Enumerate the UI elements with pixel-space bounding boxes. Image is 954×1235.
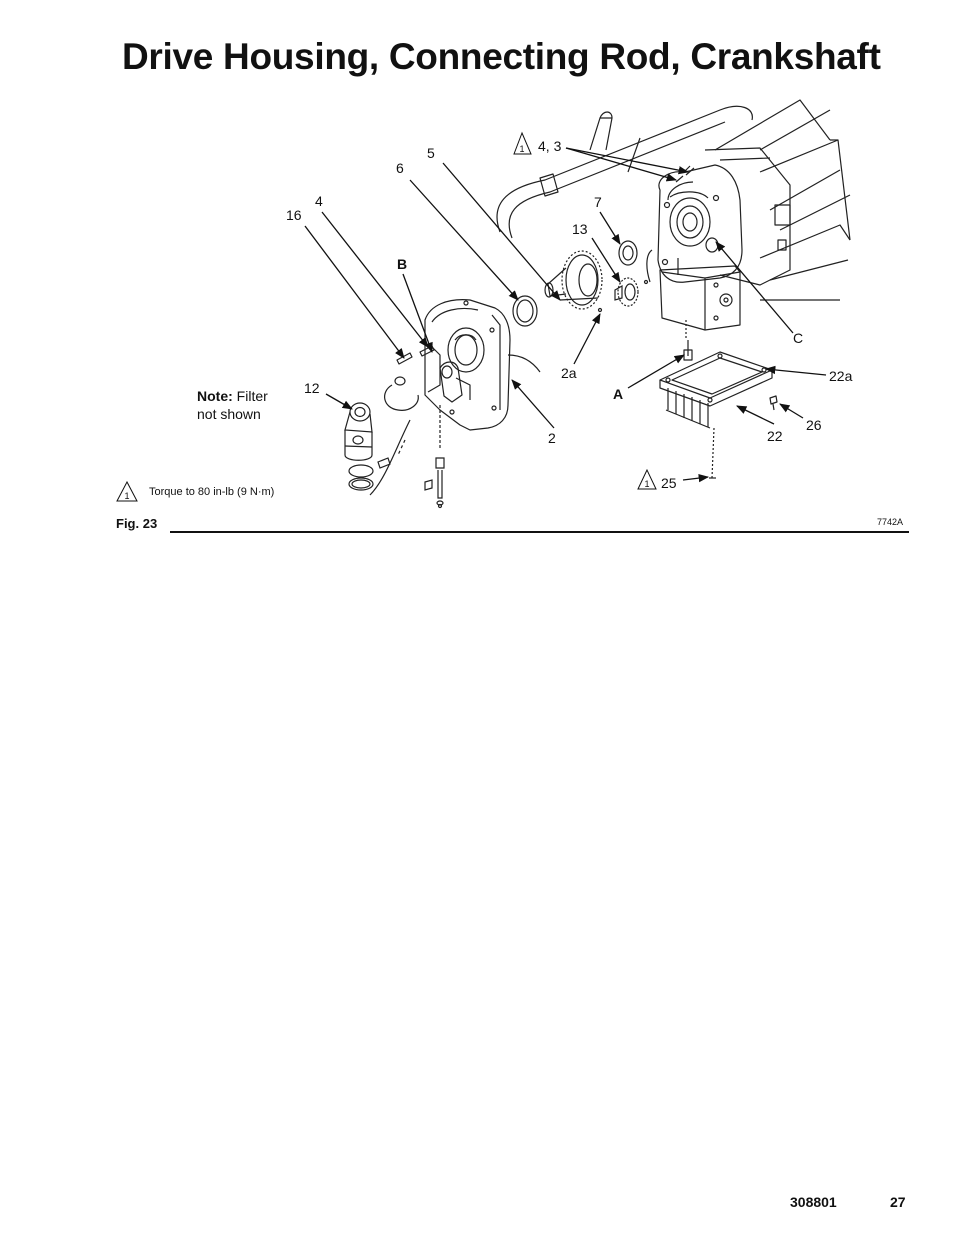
drive-housing-drawing [384, 299, 541, 431]
svg-text:1: 1 [125, 491, 130, 501]
callout-22a: 22a [829, 368, 853, 384]
callout-5: 5 [427, 145, 435, 161]
callout-2: 2 [548, 430, 556, 446]
page-title: Drive Housing, Connecting Rod, Crankshaf… [122, 36, 881, 77]
filter-note: Note: Filter not shown [197, 387, 268, 423]
callout-16: 16 [286, 207, 302, 223]
callout-4-3: 4, 3 [538, 138, 562, 154]
crankshaft-gear-drawing [512, 240, 649, 327]
page-number: 27 [890, 1194, 906, 1210]
callout-C: C [793, 330, 803, 346]
torque-warning-triangle-icon: 1 [116, 480, 138, 502]
note-label: Note: [197, 388, 233, 404]
callout-7: 7 [594, 194, 602, 210]
callout-22: 22 [767, 428, 783, 444]
callout-4: 4 [315, 193, 323, 209]
warning-triangle-icon-4-3: 1 [513, 131, 532, 155]
svg-text:1: 1 [645, 479, 650, 489]
svg-text:1: 1 [520, 144, 525, 154]
piston-parts-drawing [344, 402, 445, 509]
callout-6: 6 [396, 160, 404, 176]
callout-12: 12 [304, 380, 320, 396]
callout-13: 13 [572, 221, 588, 237]
motor-frame-drawing [496, 99, 851, 331]
figure-rule [170, 531, 909, 533]
exploded-parts-diagram: 16 4 6 5 1 4, 3 7 13 B 12 2a A 2 C 22a 2… [116, 99, 853, 509]
control-board-drawing [659, 320, 778, 479]
figure-label: Fig. 23 [116, 516, 158, 531]
warning-triangle-icon-25: 1 [637, 468, 657, 490]
callout-B: B [397, 256, 407, 272]
note-text-line1: Filter [236, 388, 268, 404]
figure-code: 7742A [877, 517, 904, 527]
document-number: 308801 [790, 1194, 837, 1210]
torque-spec-text: Torque to 80 in-lb (9 N·m) [149, 486, 275, 498]
callout-2a: 2a [561, 365, 577, 381]
note-text-line2: not shown [197, 406, 261, 422]
callout-26: 26 [806, 417, 822, 433]
callout-leader-lines [304, 147, 827, 483]
callout-A: A [613, 386, 623, 402]
callout-25: 25 [661, 475, 677, 491]
